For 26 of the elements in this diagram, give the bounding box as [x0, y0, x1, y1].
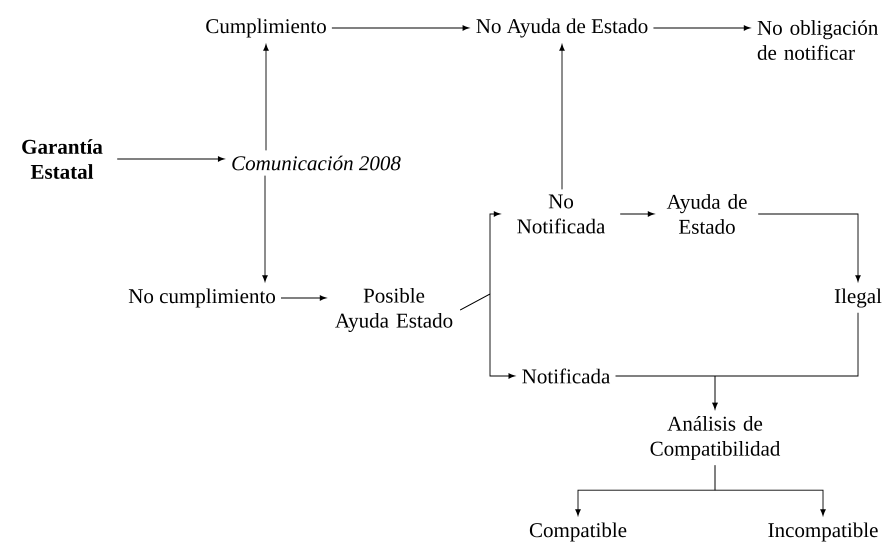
arrow	[559, 44, 565, 190]
step-label: No obligación de notificar	[758, 20, 878, 60]
step-label: Análisis de Compatibilidad	[650, 416, 780, 460]
step-label: Posible Ayuda Estado	[335, 288, 452, 332]
step-label: Incompatible	[768, 522, 878, 542]
step-label: Compatible	[530, 522, 626, 542]
arrow	[262, 175, 268, 282]
arrow	[263, 44, 269, 151]
step-label: Ayuda de Estado	[666, 194, 747, 234]
step-label: Cumplimiento	[206, 18, 326, 38]
arrow	[331, 25, 470, 31]
step-label: Ilegal	[834, 288, 882, 308]
arrow	[620, 211, 654, 217]
step-label: Notificada	[522, 368, 610, 384]
step-label: No cumplimiento	[128, 288, 276, 308]
step-label: Comunicación 2008	[232, 156, 401, 170]
arrow	[116, 156, 225, 162]
arrow	[758, 214, 861, 282]
arrow	[714, 464, 826, 516]
arrow	[280, 295, 326, 301]
arrow	[615, 376, 718, 410]
step-label: No Notificada	[517, 194, 606, 234]
arrow	[652, 25, 750, 31]
arrow	[460, 293, 516, 379]
step-label: Garantía Estatal	[22, 139, 103, 179]
step-label: No Ayuda de Estado	[476, 18, 648, 38]
